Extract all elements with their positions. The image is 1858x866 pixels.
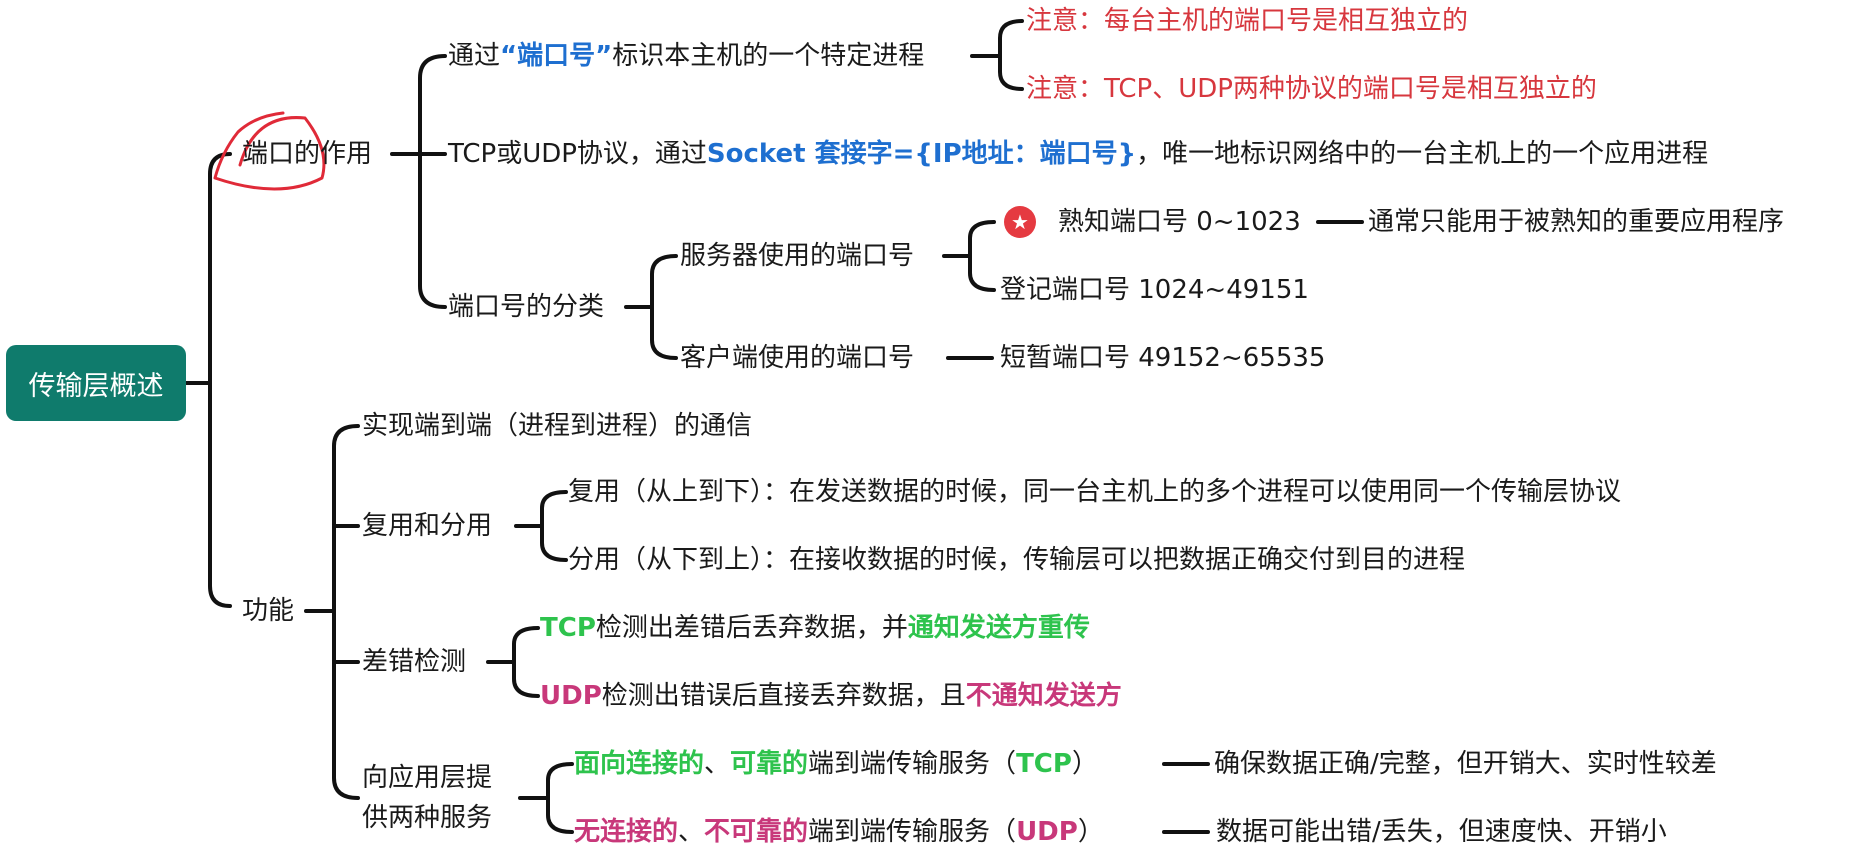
highlight-socket: Socket 套接字={IP地址：端口号} xyxy=(706,139,1137,169)
tcp-service-desc[interactable]: 确保数据正确/完整，但开销大、实时性较差 xyxy=(1214,749,1717,779)
registered-port-node[interactable]: 登记端口号 1024~49151 xyxy=(1000,275,1309,305)
text: 检测出差错后丢弃数据，并 xyxy=(595,613,908,643)
highlight-text: 不通知发送方 xyxy=(965,681,1122,711)
ephemeral-port-node[interactable]: 短暂端口号 49152~65535 xyxy=(1000,343,1326,373)
udp-service-desc[interactable]: 数据可能出错/丢失，但速度快、开销小 xyxy=(1216,817,1667,847)
udp-label: UDP xyxy=(540,681,602,711)
mux-node[interactable]: 复用（从上到下）：在发送数据的时候，同一台主机上的多个进程可以使用同一个传输层协… xyxy=(568,477,1622,507)
well-known-port-node[interactable]: 熟知端口号 0~1023 xyxy=(1058,207,1301,237)
highlight-text: 无连接的 xyxy=(574,817,679,847)
server-port-node[interactable]: 服务器使用的端口号 xyxy=(680,241,915,271)
services-node[interactable]: 向应用层提 供两种服务 xyxy=(362,758,492,838)
port-node-2[interactable]: TCP或UDP协议，通过Socket 套接字={IP地址：端口号}，唯一地标识网… xyxy=(448,137,1708,171)
client-port-node[interactable]: 客户端使用的端口号 xyxy=(680,343,915,373)
text: 通过 xyxy=(448,41,501,71)
highlight-text: 可靠的 xyxy=(730,749,809,779)
services-label-line-2: 供两种服务 xyxy=(362,803,493,833)
text: 、 xyxy=(704,749,731,779)
highlight-text: 不可靠的 xyxy=(704,817,809,847)
text: 检测出错误后直接丢弃数据，且 xyxy=(601,681,966,711)
text: ） xyxy=(1071,749,1098,779)
note-1[interactable]: 注意：每台主机的端口号是相互独立的 xyxy=(1026,6,1469,36)
text: ） xyxy=(1077,817,1104,847)
demux-node[interactable]: 分用（从下到上）：在接收数据的时候，传输层可以把数据正确交付到目的进程 xyxy=(568,545,1466,575)
text: 端到端传输服务（ xyxy=(808,817,1017,847)
tcp-error-node[interactable]: TCP检测出差错后丢弃数据，并通知发送方重传 xyxy=(540,611,1090,645)
port-role-node[interactable]: 端口的作用 xyxy=(242,139,373,169)
root-node[interactable]: 传输层概述 xyxy=(6,345,186,421)
text: ，唯一地标识网络中的一台主机上的一个应用进程 xyxy=(1136,139,1709,169)
highlight-port-number: 端口号 xyxy=(517,41,596,71)
services-label-line-1: 向应用层提 xyxy=(362,763,493,793)
tcp-service-node[interactable]: 面向连接的、可靠的端到端传输服务（TCP） xyxy=(574,747,1098,781)
function-1[interactable]: 实现端到端（进程到进程）的通信 xyxy=(362,411,753,441)
quote-close: ” xyxy=(595,41,613,71)
udp-label: UDP xyxy=(1016,817,1078,847)
well-known-desc[interactable]: 通常只能用于被熟知的重要应用程序 xyxy=(1368,207,1785,237)
text: 端到端传输服务（ xyxy=(808,749,1017,779)
text: TCP或UDP协议，通过 xyxy=(448,139,707,169)
text: 、 xyxy=(678,817,705,847)
error-detection-node[interactable]: 差错检测 xyxy=(362,647,467,677)
port-node-1[interactable]: 通过“端口号”标识本主机的一个特定进程 xyxy=(448,39,924,73)
note-2[interactable]: 注意：TCP、UDP两种协议的端口号是相互独立的 xyxy=(1026,74,1597,104)
quote-open: “ xyxy=(500,41,518,71)
highlight-text: 面向连接的 xyxy=(574,749,705,779)
hand-drawn-mark xyxy=(213,111,326,191)
port-classification-node[interactable]: 端口号的分类 xyxy=(448,292,605,322)
udp-service-node[interactable]: 无连接的、不可靠的端到端传输服务（UDP） xyxy=(574,815,1104,849)
function-node[interactable]: 功能 xyxy=(242,596,295,626)
udp-error-node[interactable]: UDP检测出错误后直接丢弃数据，且不通知发送方 xyxy=(540,679,1122,713)
highlight-text: 通知发送方重传 xyxy=(907,613,1090,643)
tcp-label: TCP xyxy=(540,613,596,643)
mux-demux-node[interactable]: 复用和分用 xyxy=(362,511,493,541)
tcp-label: TCP xyxy=(1016,749,1072,779)
star-icon: ★ xyxy=(1004,206,1036,238)
text: 标识本主机的一个特定进程 xyxy=(612,41,925,71)
